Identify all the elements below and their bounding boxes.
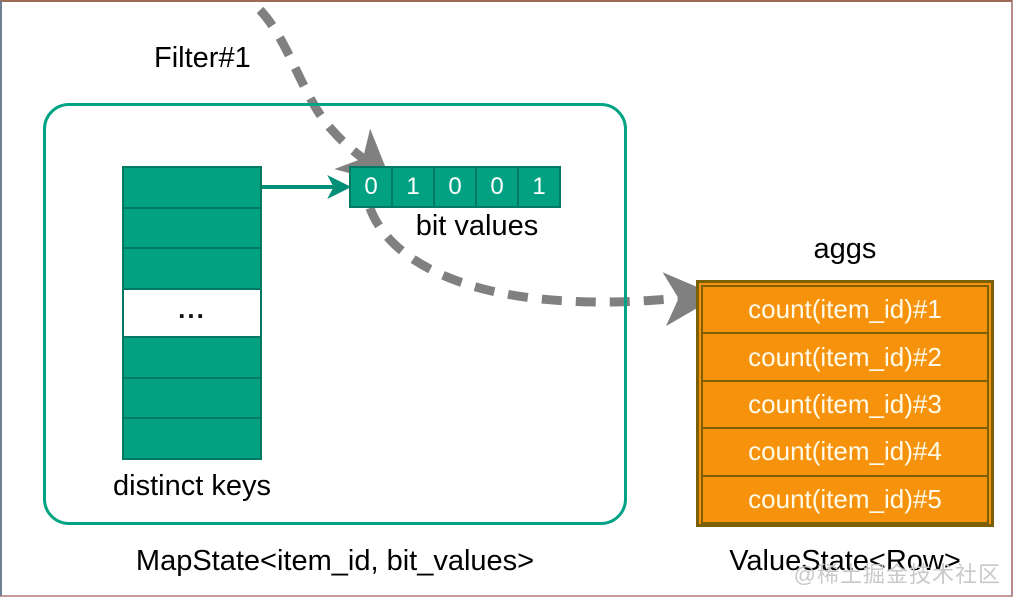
- bit-cell: 0: [433, 166, 477, 208]
- distinct-keys-column: ...: [122, 166, 262, 461]
- bit-cell: 1: [517, 166, 561, 208]
- agg-row: count(item_id)#1: [701, 285, 989, 335]
- key-cell: [122, 247, 262, 290]
- agg-row: count(item_id)#4: [701, 427, 989, 477]
- key-cell: [122, 206, 262, 250]
- filter-label: Filter#1: [154, 42, 251, 74]
- key-cell: [122, 166, 262, 209]
- mapstate-caption: MapState<item_id, bit_values>: [135, 545, 535, 577]
- bit-values-label: bit values: [415, 210, 539, 242]
- agg-row: count(item_id)#2: [701, 332, 989, 382]
- key-cell: [122, 376, 262, 420]
- bit-cell: 0: [475, 166, 519, 208]
- aggs-label: aggs: [813, 233, 877, 265]
- mapstate-container: [43, 103, 627, 525]
- key-cell-ellipsis: ...: [122, 287, 262, 339]
- key-cell: [122, 336, 262, 379]
- bit-cell: 0: [349, 166, 393, 208]
- aggs-box: count(item_id)#1 count(item_id)#2 count(…: [696, 280, 994, 527]
- bit-cell: 1: [391, 166, 435, 208]
- distinct-keys-label: distinct keys: [113, 470, 271, 502]
- agg-row: count(item_id)#5: [701, 474, 989, 525]
- key-cell: [122, 417, 262, 461]
- watermark: @稀土掘金技术社区: [793, 562, 1001, 587]
- agg-row: count(item_id)#3: [701, 379, 989, 430]
- bit-values-row: 0 1 0 0 1: [349, 166, 561, 208]
- valuestate-caption: ValueState<Row>: [729, 545, 961, 577]
